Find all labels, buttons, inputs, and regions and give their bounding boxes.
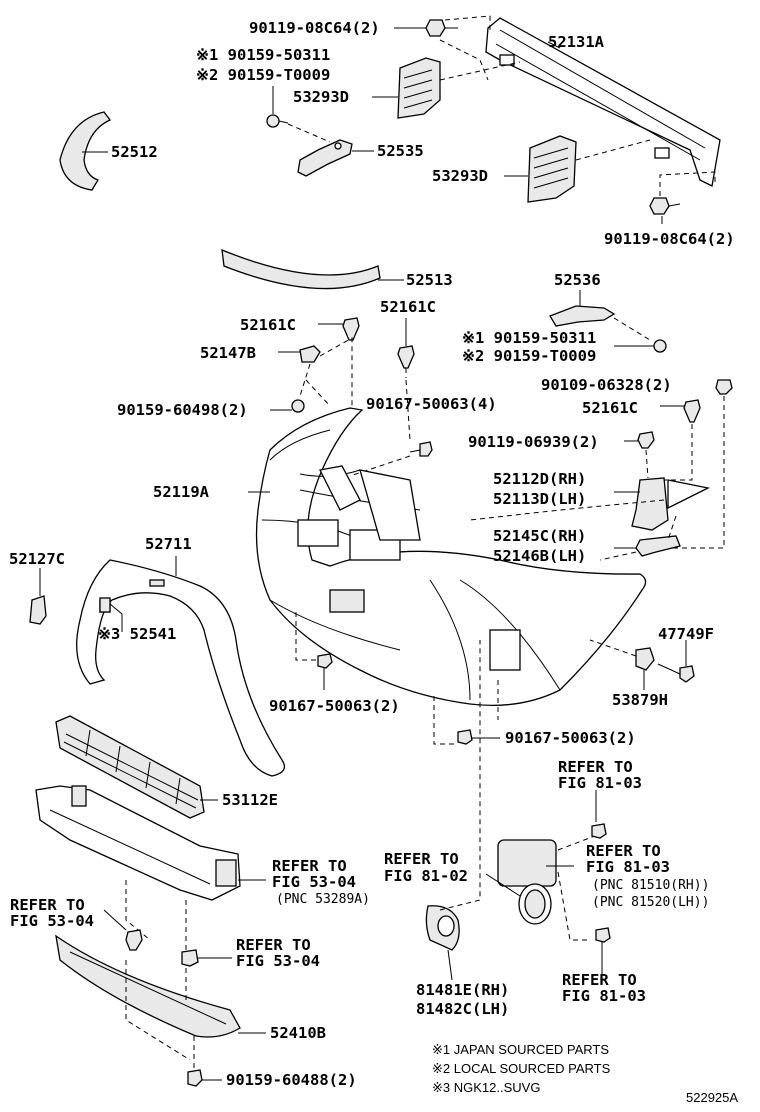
label-53879h: 53879H xyxy=(612,691,668,709)
screw-90159-50311-mid xyxy=(653,339,667,353)
label-52112d: 52112D(RH) xyxy=(493,470,587,488)
figure-id: 522925A xyxy=(686,1090,739,1105)
clip-52161c-b xyxy=(397,345,415,369)
label-52711: 52711 xyxy=(145,535,192,553)
bolt-90167-50063-4 xyxy=(409,441,433,457)
pad-52541 xyxy=(99,597,111,613)
label-90159-t0009-mid: ※2 90159-T0009 xyxy=(462,347,597,365)
label-81481e: 81481E(RH) xyxy=(416,981,510,999)
label-53293d-lower: 53293D xyxy=(432,167,488,185)
label-refer-81-03-a2: FIG 81-03 xyxy=(558,774,642,792)
grille-53112e xyxy=(55,715,205,819)
screw-fog-bottom xyxy=(595,927,611,943)
label-90119-08c64-top: 90119-08C64(2) xyxy=(249,19,380,37)
label-52161c-b: 52161C xyxy=(380,298,436,316)
label-52113d: 52113D(LH) xyxy=(493,490,587,508)
bracket-52535 xyxy=(297,139,353,177)
clip-mid-53-04 xyxy=(181,949,199,967)
label-52147b: 52147B xyxy=(200,344,256,362)
bracket-53293d-upper xyxy=(397,57,441,119)
label-refer-53-04-b2: FIG 53-04 xyxy=(10,912,94,930)
clip-left-53-04 xyxy=(125,929,143,951)
label-52127c: 52127C xyxy=(9,550,65,568)
clip-53879h xyxy=(635,647,655,671)
bracket-52145c xyxy=(635,535,681,557)
bolt-90119-08c64-mid xyxy=(649,197,681,215)
label-pnc-81510: (PNC 81510(RH)) xyxy=(592,878,710,893)
label-53112e: 53112E xyxy=(222,791,278,809)
label-90167-50063-2-left: 90167-50063(2) xyxy=(269,697,400,715)
label-refer-53-04-b1: REFER TO xyxy=(10,896,85,914)
label-81482c: 81482C(LH) xyxy=(416,1000,510,1018)
bolt-90167-50063-lower xyxy=(457,729,473,745)
label-refer-81-02-2: FIG 81-02 xyxy=(384,867,468,885)
screw-90159-50311-top xyxy=(266,114,289,128)
bolt-90167-50063-left xyxy=(317,653,333,690)
label-47749f: 47749F xyxy=(658,625,714,643)
label-90109-06328: 90109-06328(2) xyxy=(541,376,672,394)
label-52131a: 52131A xyxy=(548,33,604,51)
label-refer-81-02-1: REFER TO xyxy=(384,850,459,868)
label-pnc-53289a: (PNC 53289A) xyxy=(276,892,370,907)
bumper-cover-52119a xyxy=(255,407,647,707)
grille-support xyxy=(35,785,241,901)
label-refer-53-04-c2: FIG 53-04 xyxy=(236,952,320,970)
label-53293d-upper: 53293D xyxy=(293,88,349,106)
label-52161c-c: 52161C xyxy=(582,399,638,417)
bracket-52112d xyxy=(631,477,710,531)
screw-90159-60488 xyxy=(187,1069,203,1087)
retainer-52536 xyxy=(549,305,616,327)
screw-90159-60498 xyxy=(291,399,305,413)
cover-52127c xyxy=(29,595,47,625)
label-52410b: 52410B xyxy=(270,1024,326,1042)
label-52541: ※3 52541 xyxy=(98,625,177,643)
label-52119a: 52119A xyxy=(153,483,209,501)
note-japan-sourced: ※1 JAPAN SOURCED PARTS xyxy=(432,1042,610,1057)
label-52512: 52512 xyxy=(111,143,158,161)
label-52161c-a: 52161C xyxy=(240,316,296,334)
note-local-sourced: ※2 LOCAL SOURCED PARTS xyxy=(432,1061,611,1076)
label-52535: 52535 xyxy=(377,142,424,160)
moulding-52513 xyxy=(221,248,381,290)
retainer-52147b xyxy=(299,345,321,363)
label-90159-t0009-top: ※2 90159-T0009 xyxy=(196,66,331,84)
moulding-52410b xyxy=(55,934,241,1038)
cover-52512 xyxy=(59,111,112,191)
bolt-90109-06328 xyxy=(715,379,733,395)
label-90119-06939: 90119-06939(2) xyxy=(468,433,599,451)
label-pnc-81520: (PNC 81520(LH)) xyxy=(592,895,710,910)
label-90167-50063-2-lower: 90167-50063(2) xyxy=(505,729,636,747)
label-90159-50311-top: ※1 90159-50311 xyxy=(196,46,331,64)
label-90119-08c64-mid: 90119-08C64(2) xyxy=(604,230,735,248)
label-refer-81-03-b2: FIG 81-03 xyxy=(586,858,670,876)
label-52145c: 52145C(RH) xyxy=(493,527,587,545)
bolt-90119-06939 xyxy=(637,431,655,449)
label-refer-81-03-b1: REFER TO xyxy=(586,842,661,860)
label-refer-81-03-c2: FIG 81-03 xyxy=(562,987,646,1005)
screw-fog-top xyxy=(591,823,607,839)
label-90159-50311-mid: ※1 90159-50311 xyxy=(462,329,597,347)
label-52513: 52513 xyxy=(406,271,453,289)
screw-47749f xyxy=(657,663,695,683)
label-52536: 52536 xyxy=(554,271,601,289)
clip-52161c-a xyxy=(342,317,360,341)
label-refer-53-04-a2: FIG 53-04 xyxy=(272,873,356,891)
bracket-53293d-lower xyxy=(527,135,577,203)
label-refer-53-04-a1: REFER TO xyxy=(272,857,347,875)
reinforcement-52131a xyxy=(485,17,721,187)
label-90167-50063-4: 90167-50063(4) xyxy=(366,395,497,413)
label-refer-81-03-a1: REFER TO xyxy=(558,758,633,776)
note-ngk12: ※3 NGK12..SUVG xyxy=(432,1080,541,1095)
label-refer-53-04-c1: REFER TO xyxy=(236,936,311,954)
bezel-81481e xyxy=(425,905,460,951)
label-90159-60498: 90159-60498(2) xyxy=(117,401,248,419)
fog-lamp xyxy=(497,839,557,925)
bolt-90119-08c64-top xyxy=(425,19,458,37)
label-90159-60488: 90159-60488(2) xyxy=(226,1071,357,1089)
clip-52161c-c xyxy=(683,399,701,423)
label-refer-81-03-c1: REFER TO xyxy=(562,971,637,989)
label-52146b: 52146B(LH) xyxy=(493,547,587,565)
